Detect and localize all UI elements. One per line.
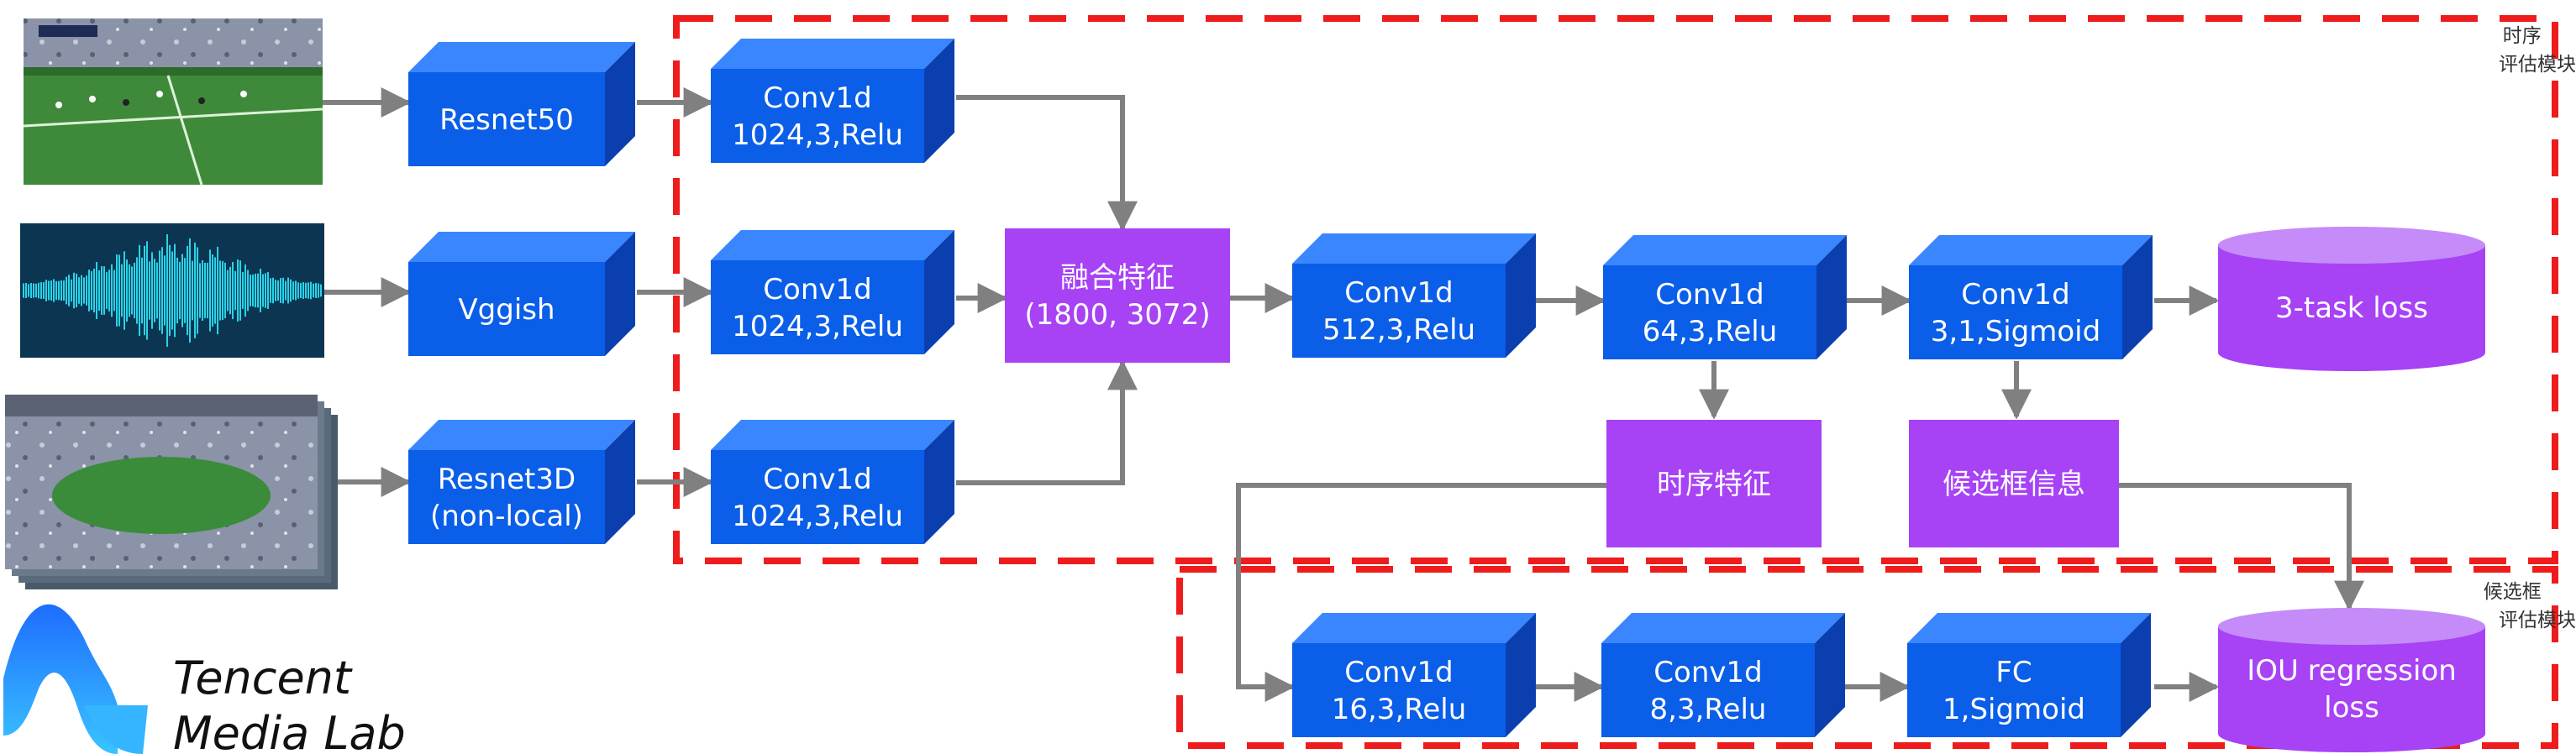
resnet3d-block: Resnet3D(non-local): [408, 420, 635, 544]
resnet50-block: Resnet50: [408, 42, 635, 166]
logo-wave-icon: [3, 604, 118, 754]
vggish-block: Vggish: [408, 232, 635, 356]
logo-line-1: Tencent: [173, 652, 353, 704]
fusion-feature-block: 融合特征(1800, 3072): [1005, 228, 1230, 363]
svg-text:FC1,Sigmoid: FC1,Sigmoid: [1943, 656, 2085, 726]
audio-waveform-thumbnail: [20, 223, 324, 358]
svg-text:时序特征: 时序特征: [1657, 468, 1771, 501]
tencent-media-lab-logo: Tencent Media Lab: [3, 604, 406, 754]
three-task-loss-block: 3-task loss: [2218, 227, 2485, 371]
waveform-bars: [23, 234, 322, 347]
proposal-module-border: [1176, 566, 2558, 749]
proposal-module-label: 候选框 评估模块: [2484, 581, 2576, 631]
connectors: [323, 87, 2364, 702]
svg-text:候选框信息: 候选框信息: [1943, 468, 2085, 501]
arrow-proposalinfo-iou: [2119, 483, 2364, 611]
temporal-module-border: [673, 15, 2558, 564]
logo-line-2: Media Lab: [173, 707, 406, 754]
svg-text:融合特征(1800, 3072): 融合特征(1800, 3072): [1024, 261, 1210, 332]
stadium-frames-thumbnail: [5, 395, 338, 589]
svg-text:Resnet3D(non-local): Resnet3D(non-local): [430, 463, 583, 533]
soccer-video-thumbnail: [23, 18, 323, 186]
arrow-convtop-fusion: [956, 95, 1138, 232]
svg-text:Vggish: Vggish: [458, 293, 555, 327]
sequence-feature-block: 时序特征: [1606, 420, 1822, 547]
svg-text:3-task loss: 3-task loss: [2275, 291, 2428, 325]
arrow-convbot-fusion: [956, 359, 1138, 485]
svg-text:Resnet50: Resnet50: [439, 103, 574, 137]
temporal-module-label: 时序 评估模块: [2499, 25, 2576, 76]
svg-text:Tencent Media Lab: Tencent Media Lab: [173, 652, 406, 754]
proposal-info-block: 候选框信息: [1909, 420, 2119, 547]
arrow-seqfeat-c16: [1236, 483, 1606, 702]
